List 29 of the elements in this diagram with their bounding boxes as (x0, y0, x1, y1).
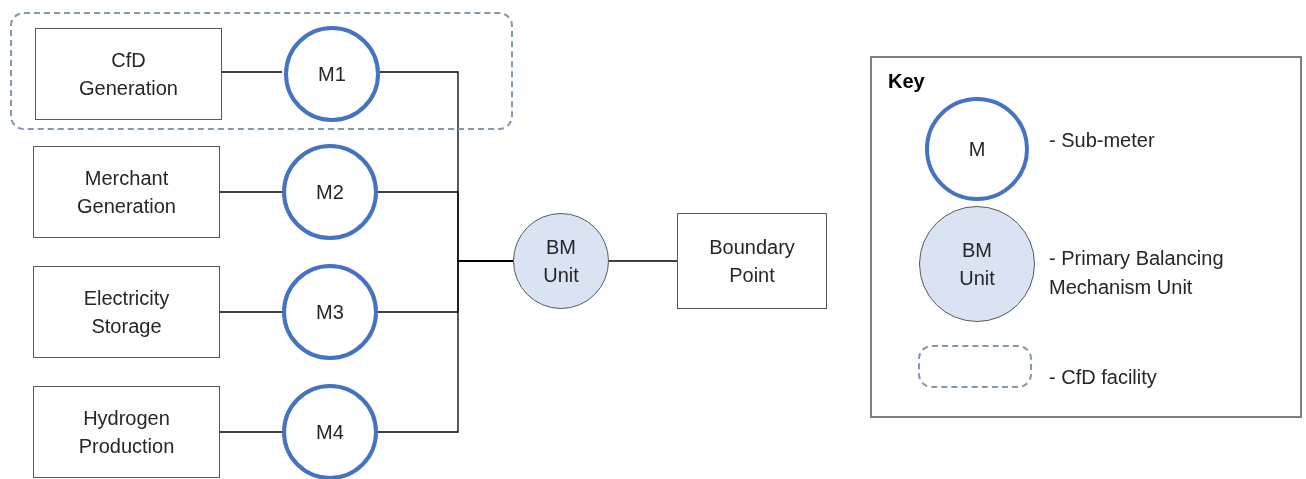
key-panel (870, 56, 1302, 418)
node-label: M2 (316, 180, 344, 205)
key-description: - CfD facility (1049, 365, 1158, 390)
dashed-group-outline (10, 12, 513, 130)
key-description: - Sub-meter (1049, 128, 1156, 153)
connector-line (219, 311, 283, 313)
key-description: - Primary Balancing Mechanism Unit (1049, 246, 1225, 300)
node-label: M (968, 137, 986, 162)
node-label: M4 (316, 420, 344, 445)
node-label: BM Unit (542, 235, 580, 288)
process-box (677, 213, 827, 309)
node-label: Electricity Storage (82, 286, 171, 339)
process-box (33, 266, 220, 358)
process-box (33, 386, 220, 478)
process-box (33, 146, 220, 238)
node-label: Hydrogen Production (77, 406, 176, 459)
connector-line (608, 260, 678, 262)
node-label: M1 (318, 62, 346, 87)
node-label: Merchant Generation (76, 166, 177, 219)
node-label: BM Unit (958, 238, 996, 291)
process-box (35, 28, 222, 120)
node-label: Boundary Point (708, 235, 796, 288)
key-heading: Key (888, 69, 925, 94)
node-label: CfD Generation (78, 48, 179, 101)
connector-line (377, 260, 514, 433)
dashed-box (918, 345, 1032, 388)
connector-line (219, 431, 283, 433)
connector-line (219, 191, 283, 193)
node-label: M3 (316, 300, 344, 325)
